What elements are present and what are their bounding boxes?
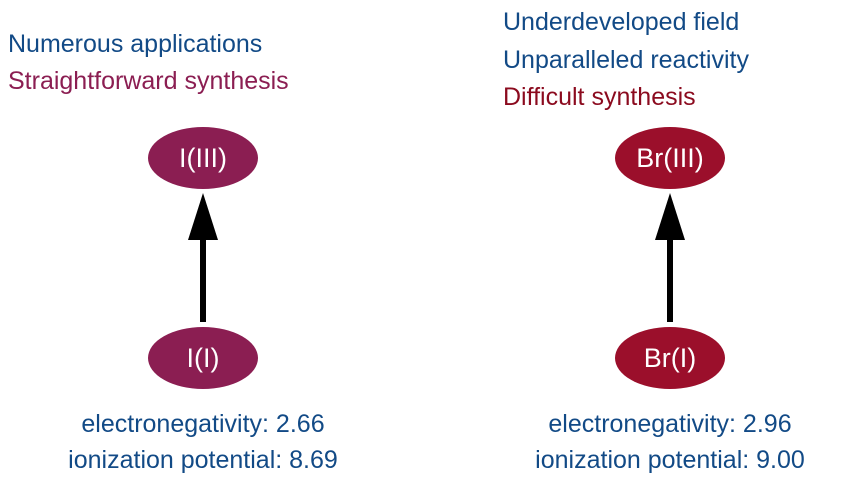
right-note-reactivity: Unparalleled reactivity [503, 46, 749, 74]
left-note-applications: Numerous applications [8, 30, 263, 58]
br-iii-node: Br(III) [615, 127, 725, 189]
br-i-node: Br(I) [615, 327, 725, 389]
right-ionization: ionization potential: 9.00 [535, 446, 805, 474]
right-note-field: Underdeveloped field [503, 8, 740, 36]
i-i-node: I(I) [148, 327, 258, 389]
right-note-synthesis: Difficult synthesis [503, 83, 696, 111]
right-arrow [655, 193, 685, 322]
left-note-synthesis: Straightforward synthesis [8, 67, 289, 95]
right-electronegativity: electronegativity: 2.96 [548, 410, 792, 438]
i-iii-node: I(III) [148, 127, 258, 189]
left-electronegativity: electronegativity: 2.66 [81, 410, 325, 438]
left-arrow [188, 193, 218, 322]
left-ionization: ionization potential: 8.69 [68, 446, 338, 474]
